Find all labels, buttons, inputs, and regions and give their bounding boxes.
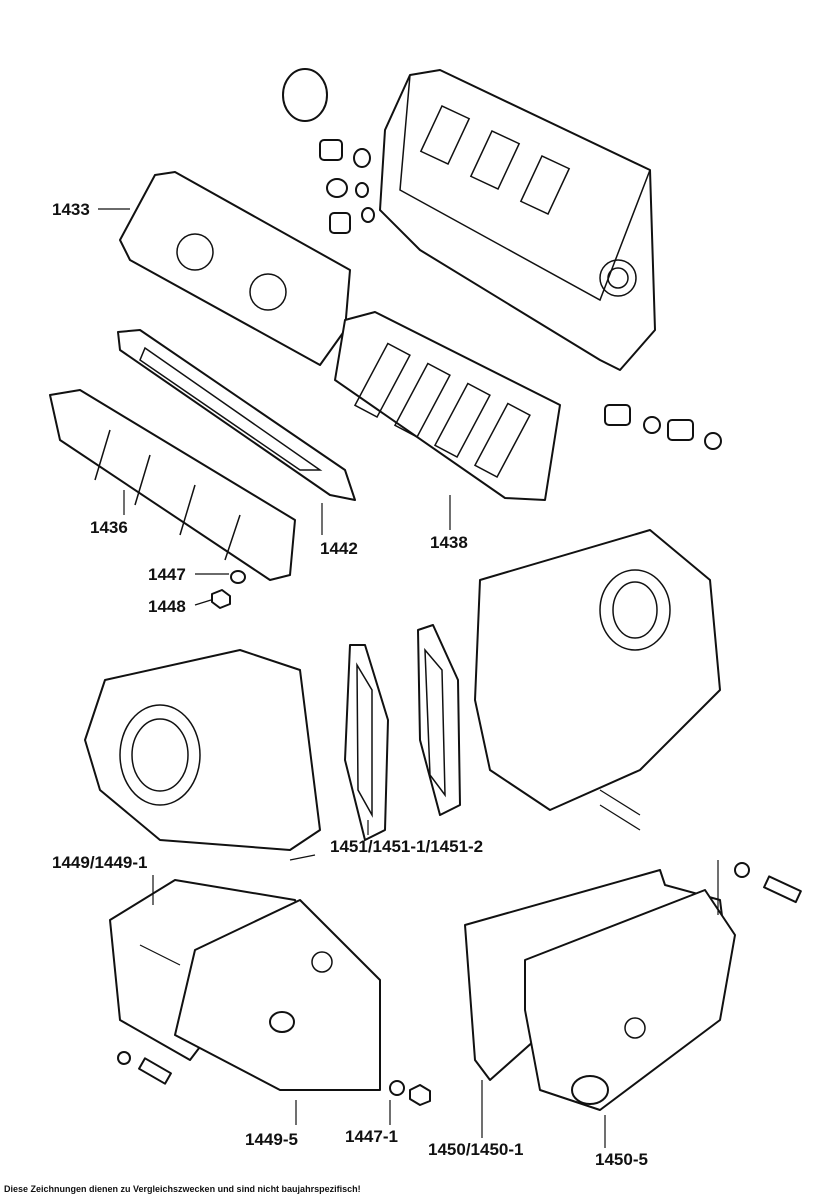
label-1448: 1448: [148, 597, 186, 616]
cylinder-head: [379, 69, 656, 371]
label-1449: 1449/1449-1: [52, 853, 148, 872]
label-1450-5: 1450-5: [595, 1150, 648, 1169]
part-1449-cover: [109, 879, 431, 1106]
label-1436: 1436: [90, 518, 128, 537]
bolts-and-nuts: [319, 139, 722, 450]
sealing-cap: [282, 68, 328, 122]
label-1438: 1438: [430, 533, 468, 552]
part-1450-cover: [464, 860, 802, 1111]
leader-lines: [98, 208, 606, 1148]
label-1450: 1450/1450-1: [428, 1140, 524, 1159]
label-1449-5: 1449-5: [245, 1130, 298, 1149]
label-1442: 1442: [320, 539, 358, 558]
right-timing-housing: [474, 529, 721, 831]
left-timing-housing: [84, 649, 321, 861]
disclaimer-footer: Diese Zeichnungen dienen zu Vergleichszw…: [4, 1184, 361, 1194]
label-1447: 1447: [148, 565, 186, 584]
nut-1448: [211, 589, 231, 609]
part-1442-gasket: [117, 329, 356, 501]
washer-1447: [230, 570, 246, 584]
part-1451-gaskets: [344, 624, 461, 841]
label-1447-1: 1447-1: [345, 1127, 398, 1146]
label-1433: 1433: [52, 200, 90, 219]
part-1436-cover: [49, 389, 296, 581]
part-1438-gasket: [334, 311, 561, 501]
label-1451: 1451/1451-1/1451-2: [330, 837, 484, 856]
part-1433-cover: [119, 171, 351, 366]
